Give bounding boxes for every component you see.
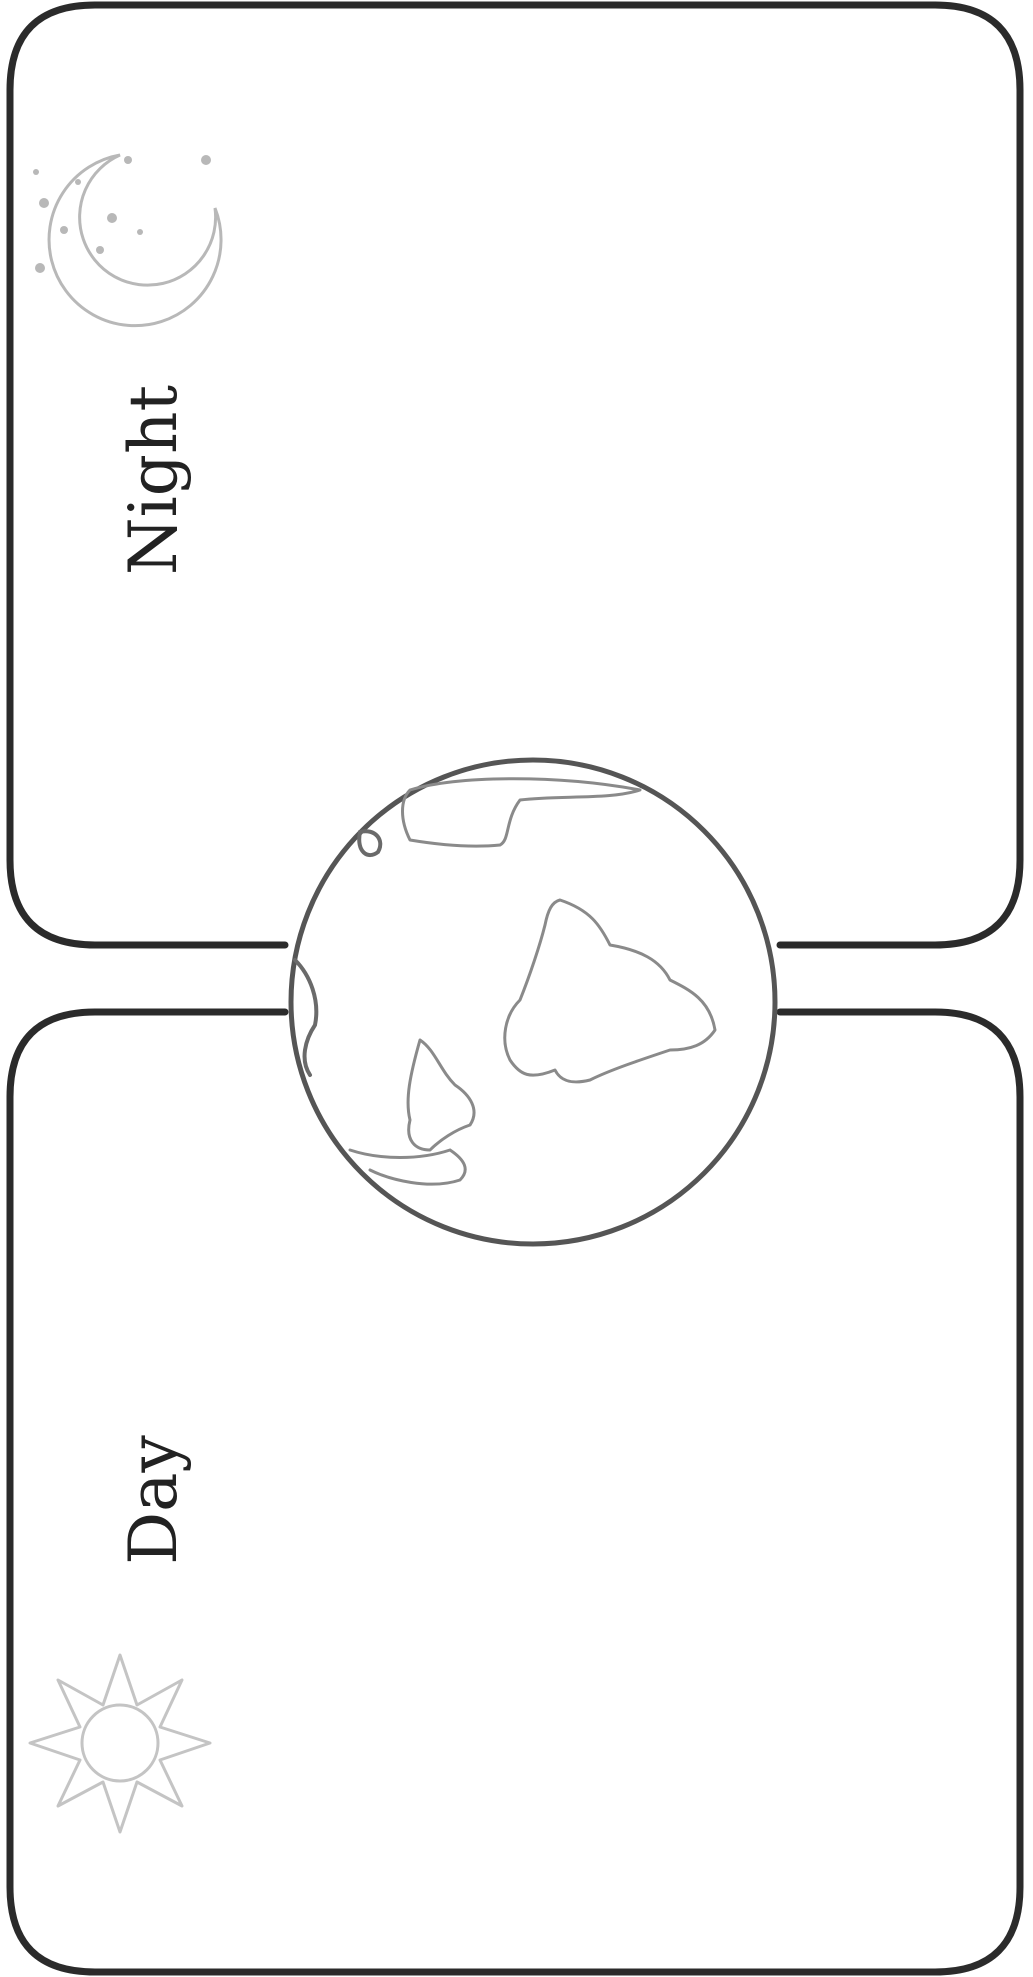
night-panel: Night <box>6 1 1024 949</box>
sun-icon <box>28 1653 212 1834</box>
night-label: Night <box>115 385 192 575</box>
day-label: Day <box>115 1435 192 1565</box>
continent-south-america <box>503 898 717 1084</box>
night-panel-outline <box>6 1 1024 949</box>
continent-island <box>357 829 383 858</box>
day-panel: Day <box>6 1008 1024 1976</box>
day-panel-outline <box>6 1008 1024 1976</box>
continent-central-america <box>406 1038 476 1152</box>
moon-and-stars-icon <box>33 153 223 328</box>
earth-globe-icon <box>288 757 778 1247</box>
globe-outline <box>288 757 778 1247</box>
continent-upper <box>401 777 642 848</box>
continent-lower-coast <box>348 1148 467 1186</box>
continent-left-coast <box>293 958 319 1077</box>
